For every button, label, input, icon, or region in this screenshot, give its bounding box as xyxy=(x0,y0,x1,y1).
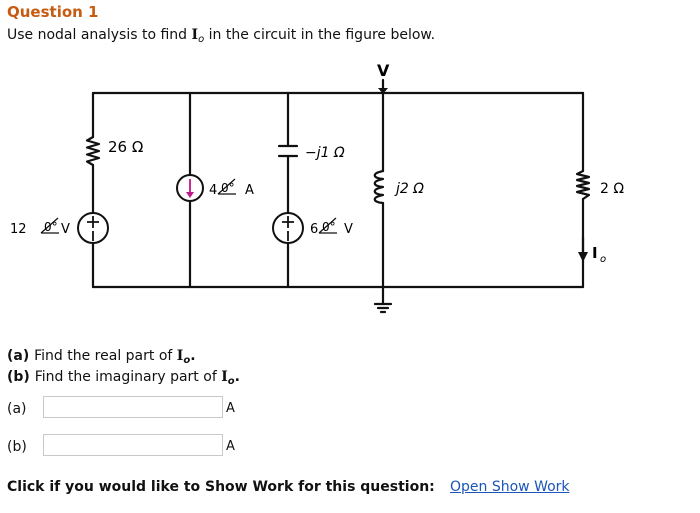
circuit-diagram: V 26 Ω 12 0° V 4 0° A −j1 Ω 6 0° V j2 Ω … xyxy=(10,61,624,314)
capacitor-label: −j1 Ω xyxy=(305,145,345,161)
vs1-magnitude: 12 xyxy=(10,222,27,237)
vs1-angle: 0° xyxy=(44,220,58,234)
ground-icon xyxy=(373,302,393,314)
angle-symbol-is1 xyxy=(217,178,236,195)
part-b-prompt: (b) Find the imaginary part of Io. xyxy=(7,369,240,387)
answer-a-input[interactable] xyxy=(43,396,223,418)
is1-angle: 0° xyxy=(221,181,235,195)
answer-row-b: (b) A xyxy=(7,434,267,461)
question-title: Question 1 xyxy=(7,3,99,21)
inductor-icon xyxy=(373,169,385,205)
prompt-text-pre: Use nodal analysis to find xyxy=(7,27,192,43)
is1-unit: A xyxy=(245,183,254,198)
vs2-angle: 0° xyxy=(322,220,336,234)
resistor-2-label: 2 Ω xyxy=(600,181,624,197)
show-work-row: Click if you would like to Show Work for… xyxy=(7,479,570,495)
answer-b-tag: (b) xyxy=(7,439,27,455)
prompt-current-symbol: I xyxy=(191,27,199,43)
answer-a-tag: (a) xyxy=(7,401,27,417)
open-show-work-link[interactable]: Open Show Work xyxy=(450,479,570,495)
answer-a-unit: A xyxy=(226,401,235,416)
current-io-symbol: I xyxy=(592,244,598,262)
part-a-symbol: I xyxy=(176,348,184,364)
resistor-26-icon xyxy=(85,135,101,167)
capacitor-plates xyxy=(277,144,299,158)
angle-symbol-vs1 xyxy=(40,217,59,234)
part-a-label: (a) xyxy=(7,348,30,364)
current-source-4-icon xyxy=(176,174,204,202)
part-b-text: Find the imaginary part of xyxy=(34,369,222,385)
vs1-unit: V xyxy=(61,222,70,237)
part-b-label: (b) xyxy=(7,369,30,385)
part-b-period: . xyxy=(234,369,240,385)
resistor-26-label: 26 Ω xyxy=(108,138,143,156)
voltage-source-12-icon xyxy=(77,212,109,244)
current-io-subscript: o xyxy=(600,254,606,265)
part-b-symbol: I xyxy=(221,369,228,385)
answer-b-unit: A xyxy=(226,439,235,454)
resistor-2-icon xyxy=(575,169,591,201)
part-b-subscript: o xyxy=(227,376,235,387)
prompt-text-post: in the circuit in the figure below. xyxy=(204,27,436,43)
part-a-text: Find the real part of xyxy=(34,348,177,364)
answer-b-input[interactable] xyxy=(43,434,223,456)
node-v-arrow-icon xyxy=(378,88,388,94)
answer-row-a: (a) A xyxy=(7,396,267,423)
vs2-magnitude: 6 xyxy=(310,222,318,237)
node-v-label: V xyxy=(377,61,390,80)
part-a-subscript: o xyxy=(183,355,191,366)
prompt-current-subscript: o xyxy=(198,34,205,45)
voltage-source-6-icon xyxy=(272,212,304,244)
is1-magnitude: 4 xyxy=(209,183,217,198)
vs2-unit: V xyxy=(344,222,353,237)
current-io-arrow-icon xyxy=(578,237,588,262)
part-a-period: . xyxy=(190,348,196,364)
part-a-prompt: (a) Find the real part of Io. xyxy=(7,348,196,366)
angle-symbol-vs2 xyxy=(318,217,337,234)
inductor-label: j2 Ω xyxy=(394,181,424,197)
show-work-text: Click if you would like to Show Work for… xyxy=(7,479,435,495)
question-prompt: Use nodal analysis to find Io in the cir… xyxy=(7,27,435,45)
